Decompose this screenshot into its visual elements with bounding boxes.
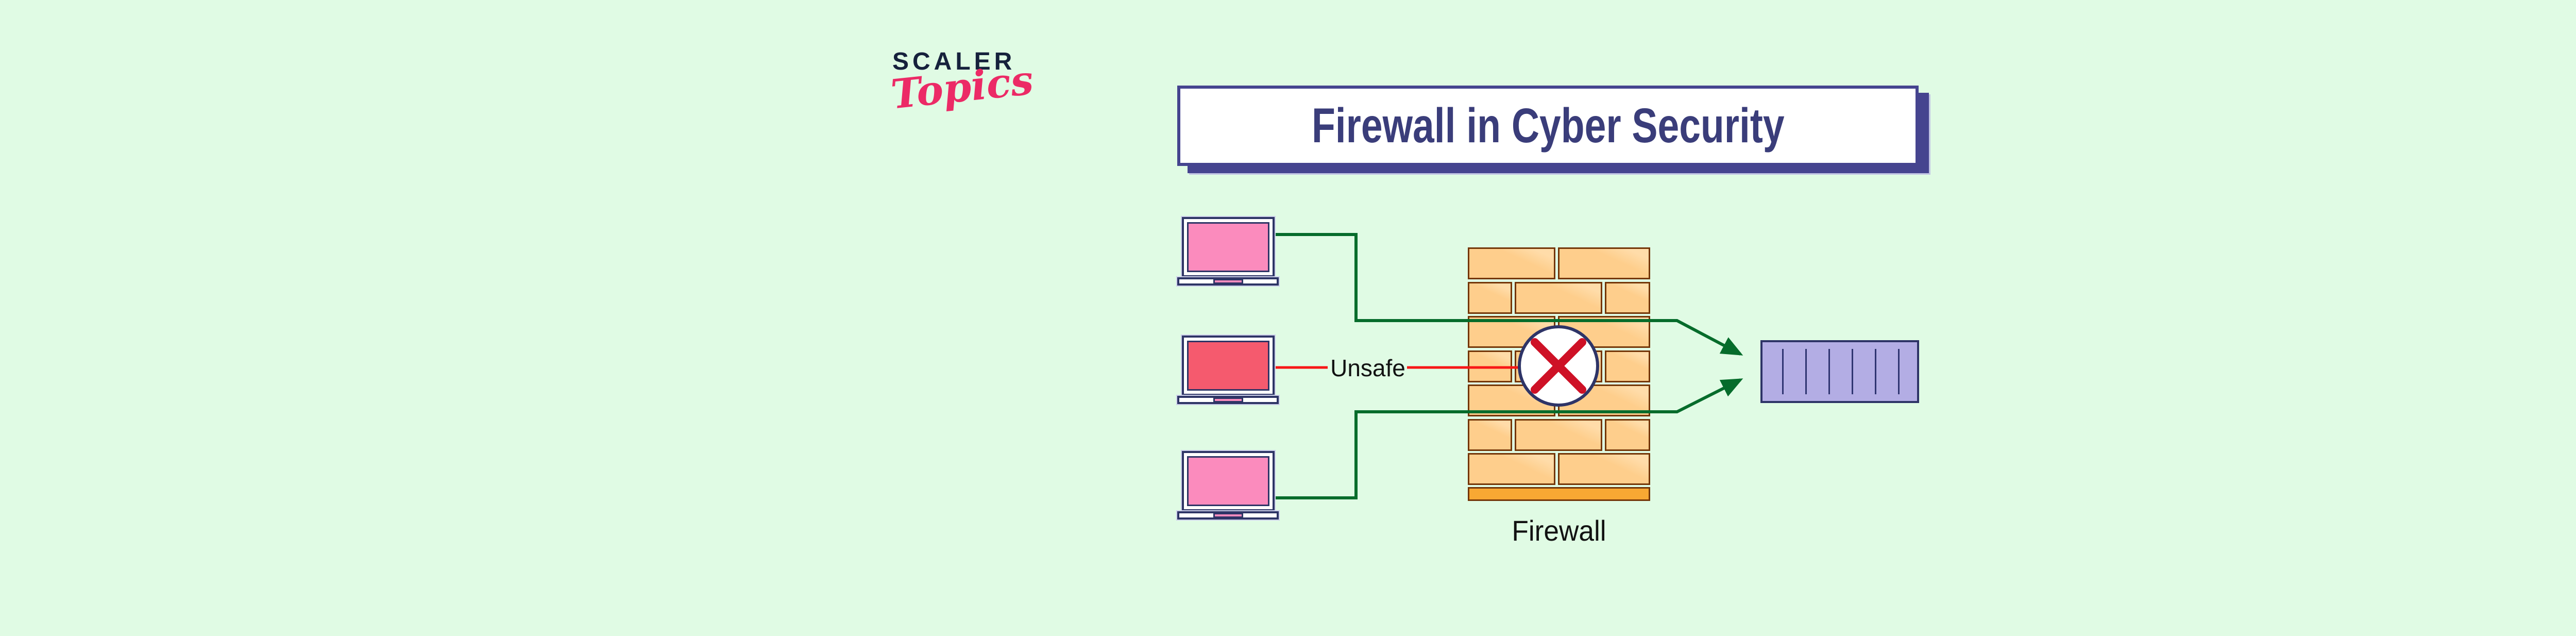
brick <box>1468 350 1512 382</box>
laptop-screen <box>1187 222 1269 272</box>
laptop-trackpad-notch <box>1213 513 1243 518</box>
laptop-base <box>1177 396 1279 404</box>
brick-row <box>1468 281 1650 314</box>
blocked-cross-icon <box>1518 325 1599 407</box>
brick <box>1468 453 1555 485</box>
brick <box>1605 350 1650 382</box>
brick <box>1468 281 1512 314</box>
laptop-icon-middle <box>1177 336 1279 404</box>
laptop-screen <box>1187 456 1269 506</box>
brick <box>1605 419 1650 451</box>
firewall-label: Firewall <box>1512 514 1606 547</box>
laptop-icon-top <box>1177 217 1279 286</box>
brick-row <box>1468 419 1650 451</box>
firewall-wall-base <box>1468 487 1650 501</box>
server-slot-line <box>1782 349 1784 394</box>
laptop-screen <box>1187 341 1269 391</box>
server-slot-line <box>1898 349 1900 394</box>
brick-row <box>1468 453 1650 485</box>
laptop-icon-bottom <box>1177 451 1279 520</box>
brick-row <box>1468 247 1650 279</box>
server-icon <box>1760 340 1919 403</box>
brick <box>1468 247 1555 279</box>
scaler-topics-logo: SCALER Topics <box>889 48 1036 119</box>
brick <box>1558 247 1650 279</box>
server-slot-line <box>1805 349 1807 394</box>
brick <box>1558 453 1650 485</box>
laptop-screen-bezel <box>1182 451 1275 511</box>
page-title: Firewall in Cyber Security <box>1311 98 1785 153</box>
brick <box>1468 419 1512 451</box>
laptop-base <box>1177 511 1279 520</box>
server-slot-line <box>1875 349 1876 394</box>
unsafe-label: Unsafe <box>1330 355 1405 381</box>
server-slot-line <box>1828 349 1830 394</box>
laptop-screen-bezel <box>1182 217 1275 277</box>
logo-brand-text: SCALER <box>892 48 1016 75</box>
laptop-trackpad-notch <box>1213 279 1243 284</box>
title-banner: Firewall in Cyber Security <box>1177 86 1919 166</box>
laptop-trackpad-notch <box>1213 397 1243 403</box>
brick <box>1605 281 1650 314</box>
brick <box>1515 281 1602 314</box>
brick <box>1515 419 1602 451</box>
laptop-base <box>1177 277 1279 286</box>
server-slot-line <box>1852 349 1853 394</box>
laptop-screen-bezel <box>1182 336 1275 396</box>
